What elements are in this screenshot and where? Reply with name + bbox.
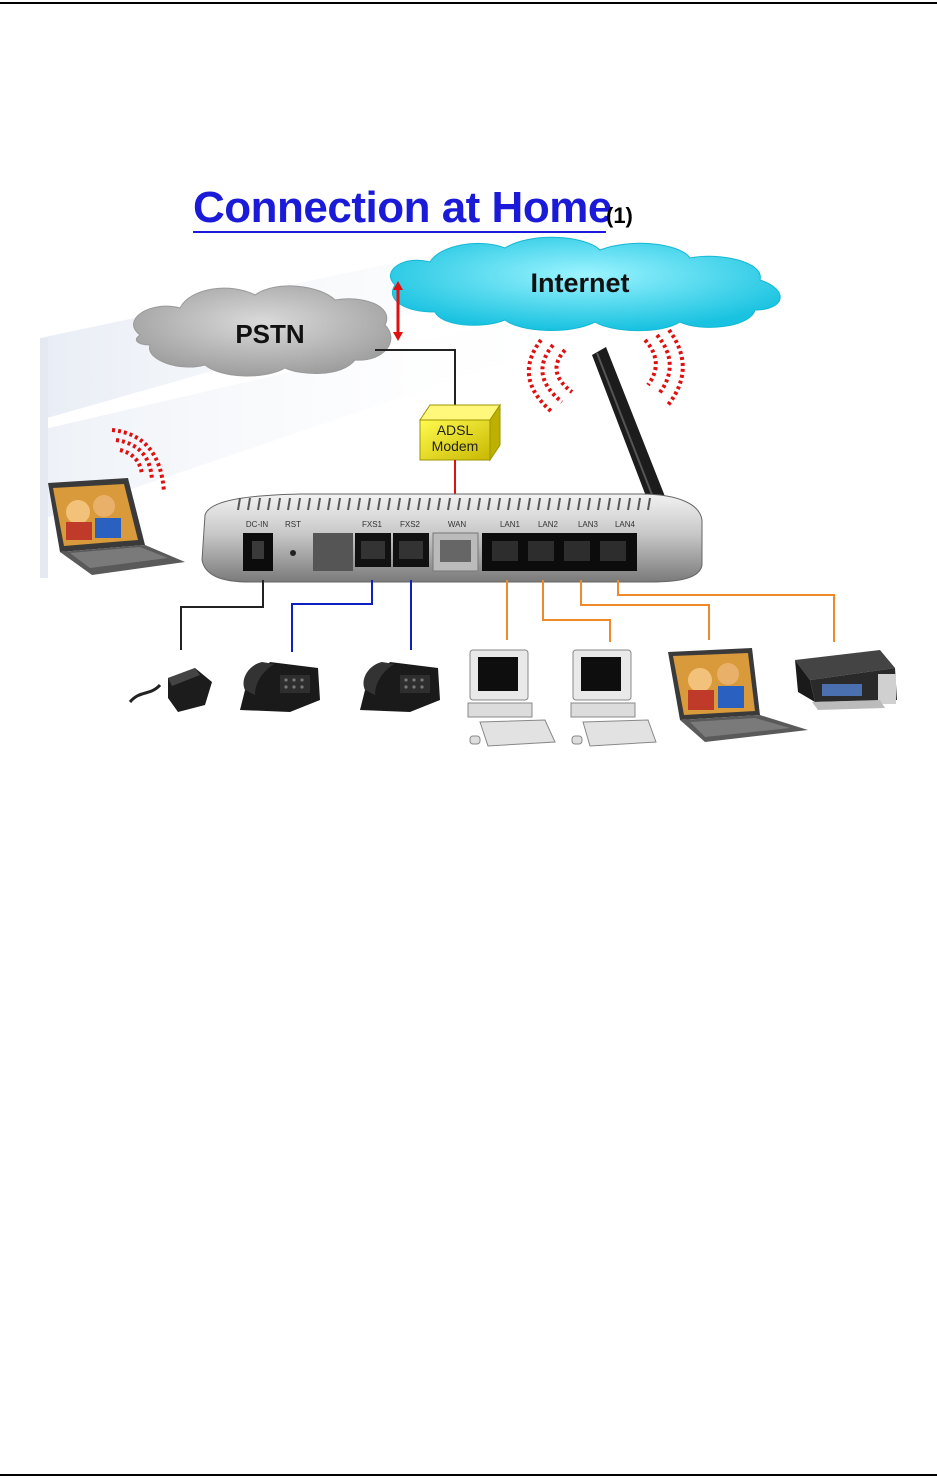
pstn-label: PSTN bbox=[235, 319, 304, 349]
printer-icon bbox=[795, 650, 897, 710]
port-label-lan3: LAN3 bbox=[578, 520, 599, 529]
internet-label: Internet bbox=[530, 268, 629, 298]
port-label-lan2: LAN2 bbox=[538, 520, 559, 529]
lan-line-4 bbox=[618, 580, 834, 642]
port-label-lan1: LAN1 bbox=[500, 520, 521, 529]
laptop-icon bbox=[668, 648, 808, 742]
port-label-fxs2: FXS2 bbox=[400, 520, 421, 529]
port-label-fxs1: FXS1 bbox=[362, 520, 383, 529]
pstn-cloud: PSTN bbox=[134, 286, 391, 376]
telephone-icon bbox=[360, 662, 440, 712]
port-label-wan: WAN bbox=[448, 520, 467, 529]
port-label-dc-in: DC-IN bbox=[246, 520, 268, 529]
router: DC-IN RST FXS1 FXS2 WAN LAN1 LAN2 LAN3 L… bbox=[202, 494, 702, 582]
port-label-rst: RST bbox=[285, 520, 301, 529]
diagram-title: Connection at Home (1) bbox=[193, 183, 633, 232]
lan-line-2 bbox=[543, 580, 610, 642]
title-text: Connection at Home bbox=[193, 183, 612, 232]
modem-label-line1: ADSL bbox=[437, 422, 474, 438]
wireless-laptop-icon bbox=[48, 478, 185, 575]
desktop-computer-icon bbox=[571, 650, 656, 746]
title-suffix: (1) bbox=[606, 203, 633, 228]
adsl-modem: ADSL Modem bbox=[420, 405, 500, 460]
telephone-icon bbox=[240, 662, 320, 712]
port-label-lan4: LAN4 bbox=[615, 520, 636, 529]
power-line bbox=[181, 580, 263, 650]
lan-line-3 bbox=[581, 580, 709, 640]
power-adapter-icon bbox=[130, 668, 212, 712]
modem-label-line2: Modem bbox=[432, 438, 479, 454]
internet-cloud: Internet bbox=[390, 237, 780, 330]
desktop-computer-icon bbox=[468, 650, 555, 746]
phone-line-fxs1 bbox=[292, 580, 372, 652]
